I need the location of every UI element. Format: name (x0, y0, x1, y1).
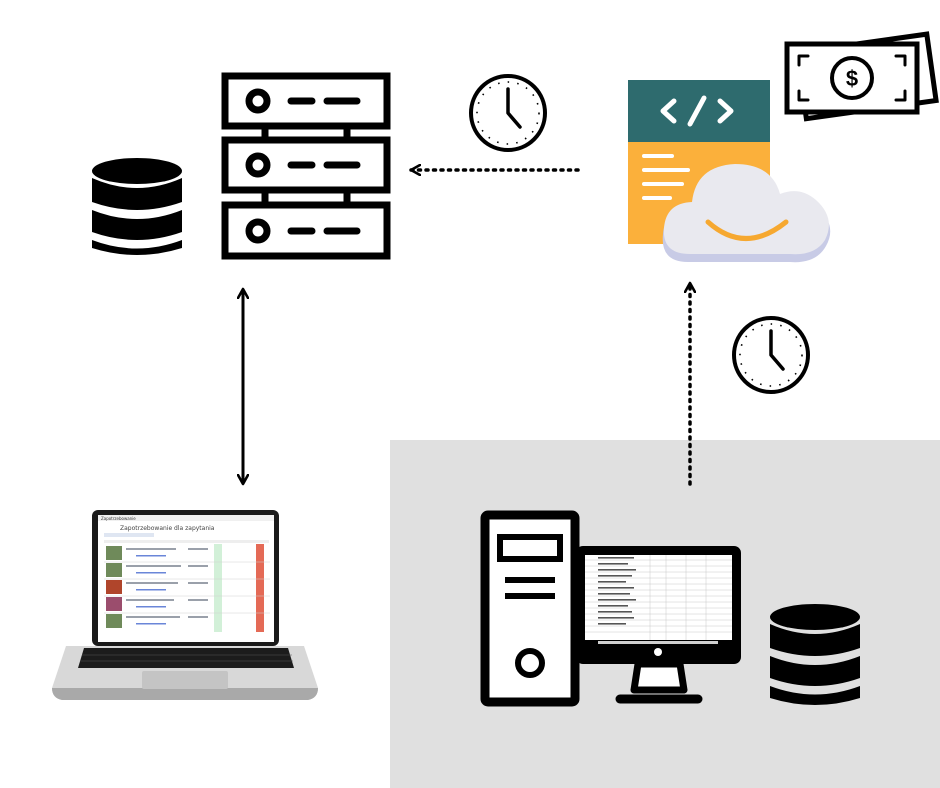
laptop-tab-active: Zapotrzebowanie (101, 516, 136, 521)
cloud-code-document-icon (628, 80, 831, 263)
database-icon (770, 604, 860, 705)
laptop-icon: Zapotrzebowanie Zapotrzebowanie dla zapy… (52, 510, 318, 700)
server-rack-icon (221, 72, 391, 260)
laptop-screen-title: Zapotrzebowanie dla zapytania (120, 525, 215, 532)
banknotes-dollar-icon: $ (784, 31, 939, 122)
desktop-computer-icon (480, 510, 741, 707)
database-icon (92, 158, 182, 255)
clock-icon (732, 316, 810, 394)
svg-text:$: $ (846, 66, 858, 91)
clock-icon (469, 74, 547, 152)
